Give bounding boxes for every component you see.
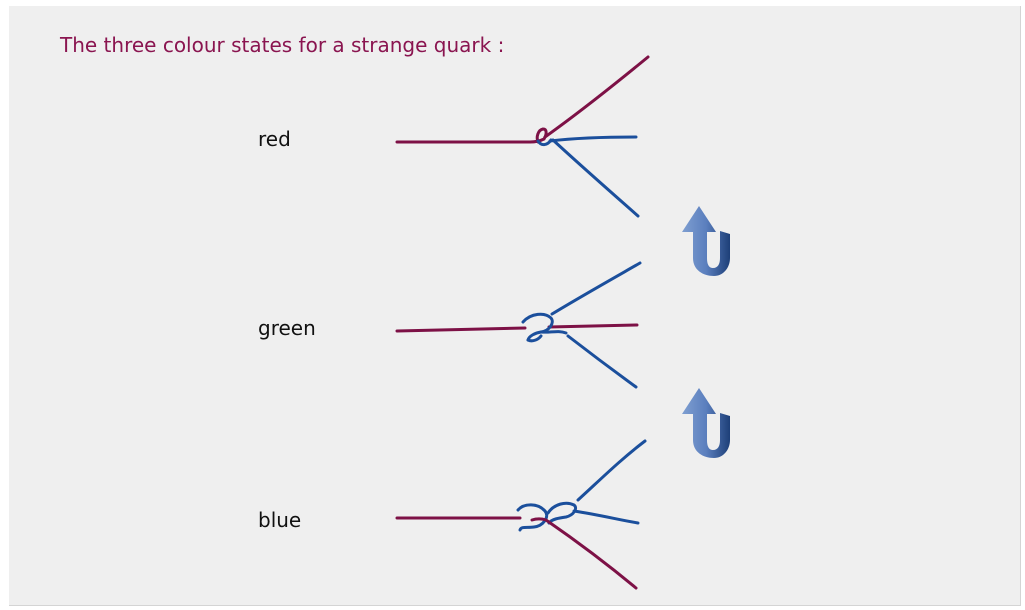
diagram-title: The three colour states for a strange qu…: [60, 33, 505, 57]
blue-knot-loop-left: [516, 503, 549, 532]
blue-bottom-strand: [530, 517, 638, 590]
state-label-red: red: [258, 127, 291, 151]
rotate-arrow-icon: [682, 206, 730, 276]
blue-state-knot: [395, 439, 647, 590]
green-input-strand: [395, 326, 527, 333]
blue-knot-loop-right: [546, 501, 578, 525]
red-middle-strand: [548, 135, 638, 143]
rotate-arrow-icon: [682, 388, 730, 458]
blue-top-strand: [576, 439, 647, 502]
red-top-strand: [543, 55, 650, 139]
red-bottom-strand: [536, 138, 640, 218]
green-output-strand: [547, 323, 639, 329]
diagram-panel: [9, 6, 1021, 606]
green-bottom-strand: [566, 334, 638, 389]
blue-right-strand: [572, 509, 640, 525]
green-state-knot: [395, 261, 642, 389]
state-label-blue: blue: [258, 508, 302, 532]
red-state-knot: [395, 55, 650, 218]
state-label-green: green: [258, 316, 316, 340]
green-knot-loop-top: [521, 312, 554, 342]
green-knot-loop-bottom: [526, 330, 568, 343]
green-top-strand: [550, 261, 642, 316]
